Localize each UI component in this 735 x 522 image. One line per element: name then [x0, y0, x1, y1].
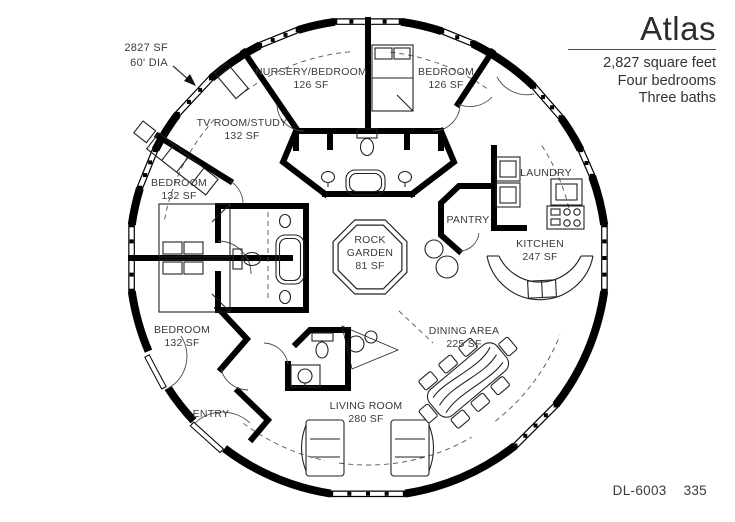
door-arc	[496, 76, 535, 96]
room-label-laundry: LAUNDRY	[520, 167, 572, 179]
model-number: DL-6003	[612, 483, 667, 498]
door-arc	[263, 342, 289, 365]
bed	[158, 203, 231, 258]
plan-size-callout: 2827 SF 60' DIA	[124, 41, 168, 71]
door-arc	[432, 104, 461, 132]
planter	[341, 325, 400, 370]
chair	[458, 337, 478, 357]
title-underline	[568, 49, 716, 50]
door-arc	[164, 335, 188, 391]
chair	[450, 409, 471, 429]
door-arc	[457, 96, 493, 107]
furniture	[132, 44, 594, 477]
bathtub	[345, 169, 386, 196]
chair	[470, 392, 490, 412]
door-leaf	[189, 421, 225, 454]
door-arc	[276, 104, 305, 132]
bath-sink	[320, 170, 336, 187]
spec-baths: Three baths	[638, 90, 716, 106]
bed	[158, 259, 231, 313]
page-number: 335	[683, 483, 707, 498]
loveseat	[300, 419, 345, 477]
diameter-leader-arrow	[172, 65, 196, 86]
title-block: Atlas 2,827 square feet Four bedrooms Th…	[568, 10, 716, 108]
spec-square-feet: 2,827 square feet	[603, 55, 716, 71]
bathtub	[275, 234, 305, 285]
refrigerator	[550, 178, 583, 206]
bath-sink	[278, 289, 292, 305]
washer	[495, 156, 521, 182]
crib	[213, 62, 249, 100]
door-arc	[458, 232, 480, 252]
side-table	[132, 120, 157, 144]
sofa	[145, 132, 219, 196]
plan-diameter-text: 60' DIA	[130, 57, 168, 69]
door-arc	[220, 368, 249, 391]
plan-title: Atlas	[640, 10, 716, 47]
chair	[418, 403, 438, 424]
dining-table	[418, 336, 518, 429]
entry-doors	[144, 354, 225, 454]
toilet	[356, 128, 378, 157]
chair	[498, 336, 518, 357]
toilet	[232, 248, 262, 270]
dome-ring	[127, 17, 609, 498]
door-arc	[217, 240, 252, 275]
dashed-detail	[267, 212, 434, 344]
vanity-sink	[290, 364, 321, 388]
loveseat	[390, 419, 435, 477]
bed	[371, 44, 414, 112]
ceiling-dashed-lines	[163, 51, 570, 466]
chair	[438, 354, 458, 374]
sheet-footer: DL-6003 335	[613, 483, 707, 498]
door-leaf	[144, 354, 167, 390]
plan-area-text: 2827 SF	[124, 42, 168, 54]
stove	[546, 205, 585, 230]
plant	[424, 239, 459, 279]
chair	[418, 371, 438, 391]
rock-garden-planter	[332, 219, 408, 295]
door-arc	[229, 180, 244, 204]
chair	[490, 376, 510, 396]
toilet	[311, 332, 334, 359]
island-sink	[526, 279, 558, 299]
dryer	[495, 182, 521, 208]
kitchen-island	[486, 255, 594, 301]
spec-bedrooms: Four bedrooms	[617, 72, 716, 89]
door-swings	[164, 76, 535, 426]
door-arc	[192, 411, 251, 426]
bath-sink	[278, 213, 292, 229]
room-label-pantry: PANTRY	[446, 214, 490, 226]
room-label-entry: ENTRY	[192, 408, 230, 420]
interior-walls	[128, 17, 527, 444]
bath-sink	[397, 170, 413, 187]
